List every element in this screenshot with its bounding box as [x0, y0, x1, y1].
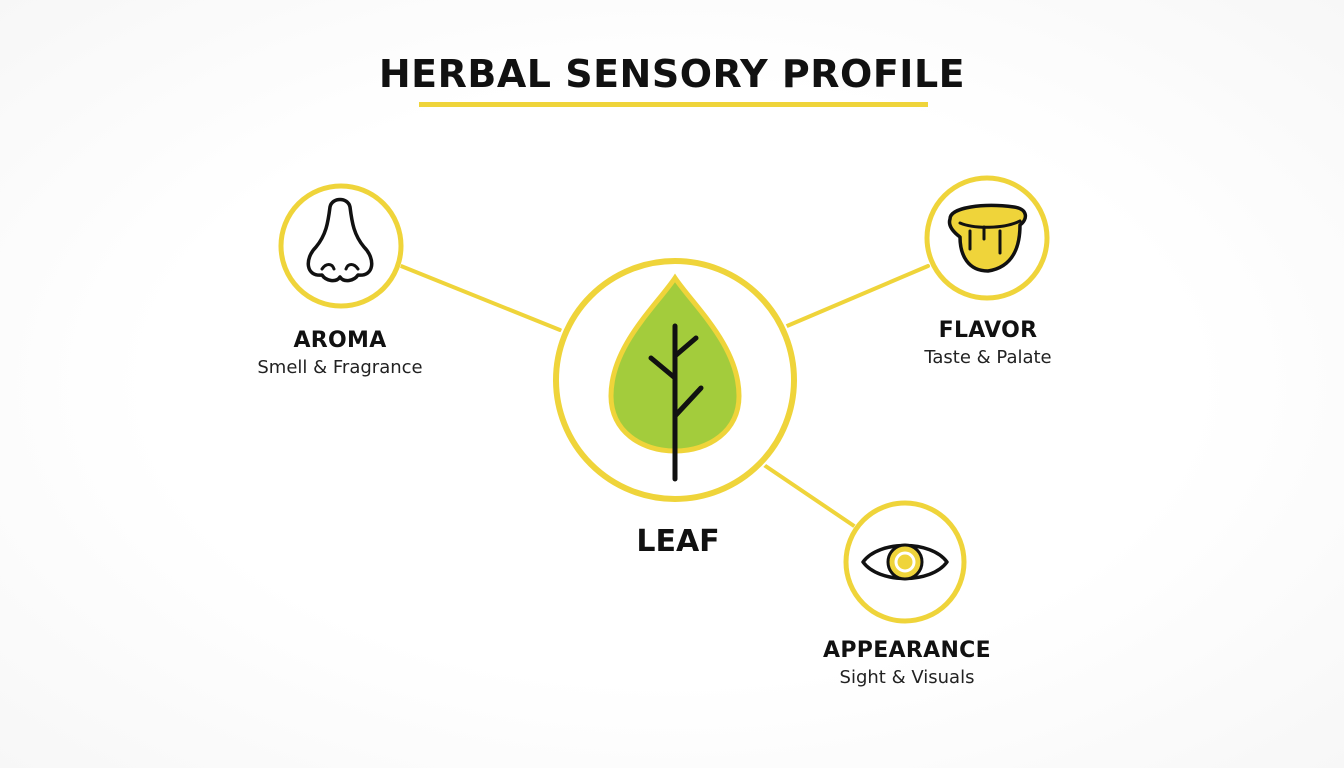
- center-node-leaf: [551, 256, 799, 504]
- title-underline: [419, 102, 928, 107]
- connector-aroma: [399, 264, 562, 332]
- appearance-label: APPEARANCE Sight & Visuals: [797, 638, 1017, 688]
- aroma-title: AROMA: [293, 328, 387, 353]
- aroma-label: AROMA Smell & Fragrance: [240, 328, 440, 378]
- flavor-node: [924, 175, 1050, 301]
- flavor-title: FLAVOR: [938, 318, 1038, 343]
- leaf-icon: [553, 258, 797, 502]
- eye-icon: [843, 500, 967, 624]
- nose-icon: [278, 183, 404, 309]
- appearance-title: APPEARANCE: [823, 638, 991, 663]
- aroma-node: [278, 183, 404, 309]
- honey-drip-icon: [924, 175, 1050, 301]
- diagram-title: HERBAL SENSORY PROFILE: [378, 52, 966, 96]
- flavor-subtitle: Taste & Palate: [924, 347, 1052, 368]
- connector-appearance: [762, 463, 862, 532]
- connector-flavor: [785, 264, 930, 328]
- appearance-subtitle: Sight & Visuals: [839, 667, 975, 688]
- appearance-node: [843, 500, 967, 624]
- aroma-subtitle: Smell & Fragrance: [257, 357, 423, 378]
- flavor-label: FLAVOR Taste & Palate: [888, 318, 1088, 368]
- center-label: LEAF: [636, 524, 720, 559]
